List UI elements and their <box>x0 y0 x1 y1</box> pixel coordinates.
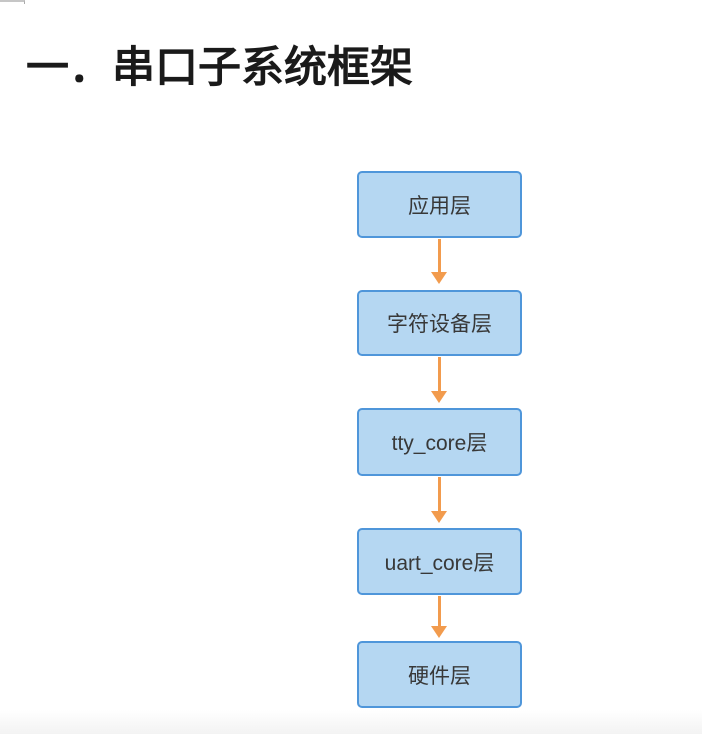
arrow-shaft <box>437 596 441 628</box>
arrow-shaft <box>437 239 441 274</box>
down-arrow-head-icon <box>431 272 447 284</box>
flow-node-label: tty_core层 <box>391 432 488 455</box>
flow-node-uart-core-layer: uart_core层 <box>357 528 522 595</box>
table-border-artifact <box>0 0 25 4</box>
arrow-shaft <box>437 357 441 393</box>
flow-node-application-layer: 应用层 <box>357 171 522 238</box>
arrow-app-to-chardev <box>431 239 447 284</box>
down-arrow-head-icon <box>431 391 447 403</box>
flow-node-tty-core-layer: tty_core层 <box>357 408 522 476</box>
flow-node-hardware-layer: 硬件层 <box>357 641 522 708</box>
arrow-chardev-to-ttycore <box>431 357 447 403</box>
page-title: 一．串口子系统框架 <box>26 45 413 92</box>
flow-node-label: 硬件层 <box>408 664 471 688</box>
down-arrow-head-icon <box>431 511 447 523</box>
flow-node-char-device-layer: 字符设备层 <box>357 290 522 356</box>
arrow-shaft <box>437 477 441 513</box>
arrow-uartcore-to-hardware <box>431 596 447 638</box>
arrow-ttycore-to-uartcore <box>431 477 447 523</box>
flow-node-label: 应用层 <box>408 194 471 218</box>
page-bottom-fade <box>0 710 702 734</box>
down-arrow-head-icon <box>431 626 447 638</box>
flow-node-label: uart_core层 <box>384 551 495 575</box>
flow-node-label: 字符设备层 <box>387 313 492 336</box>
